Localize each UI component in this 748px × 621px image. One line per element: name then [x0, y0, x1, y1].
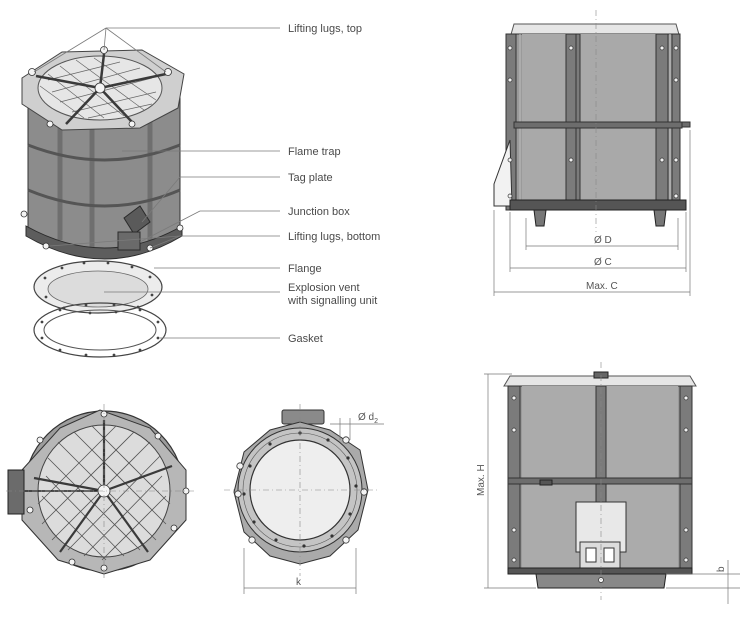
- callout-tag-plate: Tag plate: [288, 172, 333, 184]
- dim-max-c: Max. C: [586, 281, 618, 292]
- dim-diameter-d: Ø D: [594, 235, 612, 246]
- dim-max-h: Max. H: [476, 464, 487, 496]
- callout-signalling-unit: with signalling unit: [287, 295, 377, 307]
- dim-d2: Ø d2: [358, 412, 378, 425]
- callout-lifting-lugs-bottom: Lifting lugs, bottom: [288, 231, 380, 243]
- side-view-lower: Max. H b: [476, 362, 740, 604]
- dim-d2-main: Ø d: [358, 412, 374, 423]
- isometric-exploded-view: Lifting lugs, top Flame trap Tag plate J…: [20, 23, 380, 358]
- callout-flame-trap: Flame trap: [288, 146, 341, 158]
- front-view-upper: Ø D Ø C Max. C: [493, 10, 691, 296]
- callout-gasket: Gasket: [288, 333, 323, 345]
- callout-flange: Flange: [288, 263, 322, 275]
- dim-b: b: [716, 566, 727, 572]
- dim-k: k: [296, 577, 302, 588]
- dim-diameter-c: Ø C: [594, 257, 612, 268]
- callout-junction-box: Junction box: [288, 206, 350, 218]
- callout-explosion-vent: Explosion vent: [288, 282, 360, 294]
- callout-lifting-lugs-top: Lifting lugs, top: [288, 23, 362, 35]
- top-view: [6, 404, 196, 578]
- dim-d2-subscript: 2: [374, 418, 378, 425]
- bottom-view: Ø d2 k: [224, 404, 384, 594]
